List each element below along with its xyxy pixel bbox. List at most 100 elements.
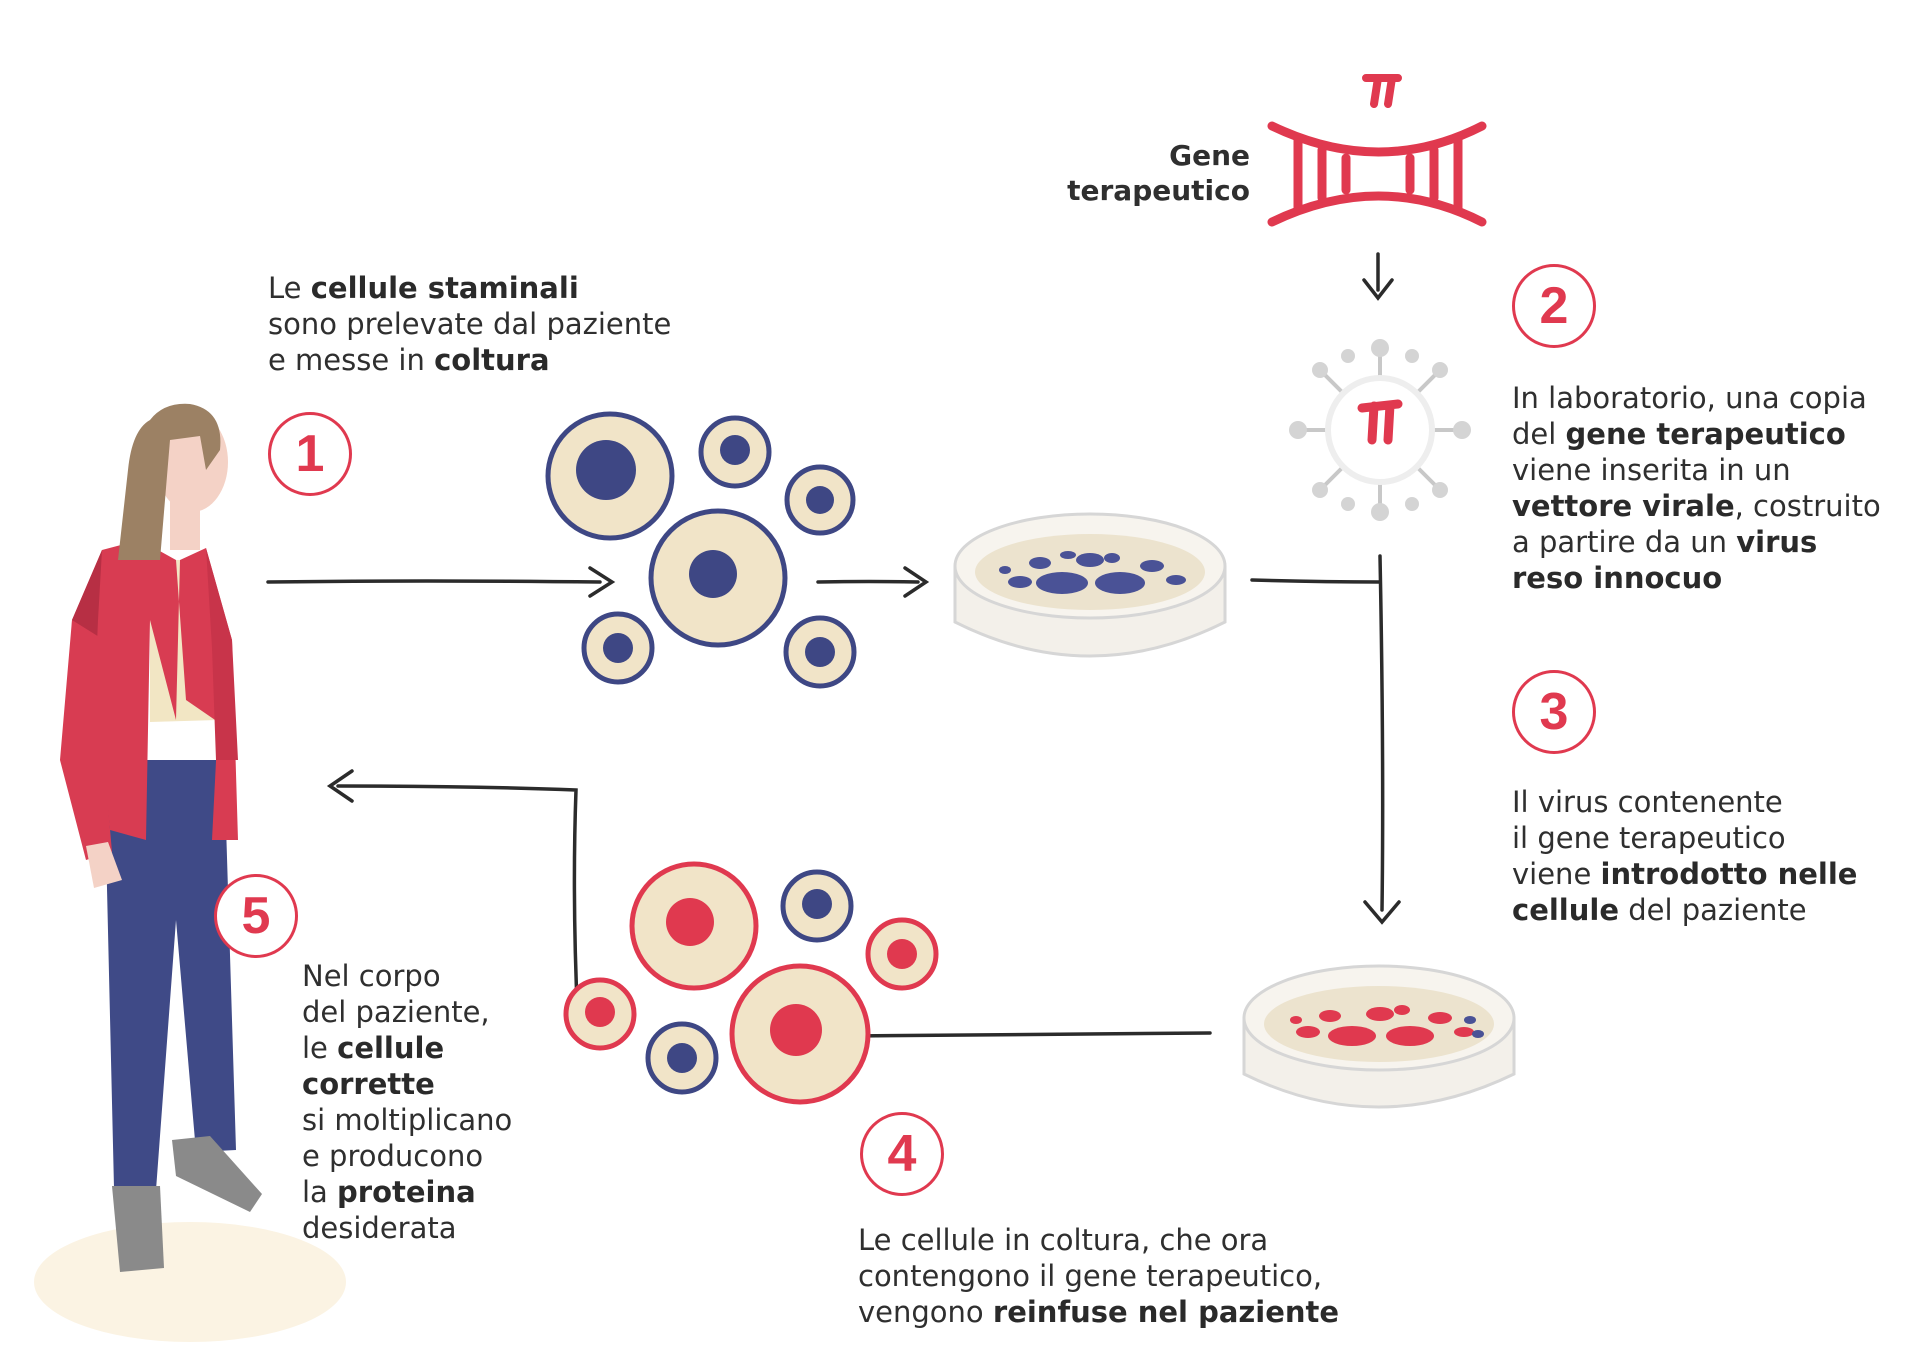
step-3-line: Il virus contenente [1512, 784, 1912, 820]
emphasis-text: proteina [337, 1175, 476, 1209]
cell-large-top-left [545, 411, 675, 541]
body-text: Nel corpo [302, 959, 441, 993]
emphasis-text: vettore virale [1512, 489, 1735, 523]
body-text: Il virus contenente [1512, 785, 1783, 819]
emphasis-text: reinfuse nel paziente [992, 1295, 1340, 1329]
step-5-line: la proteina [302, 1174, 562, 1210]
stem-cells-cluster [545, 411, 857, 689]
connector-arrows [266, 252, 1401, 1038]
red-cell-right [865, 917, 939, 991]
arrow-cells-to-dish [816, 579, 920, 584]
body-text: a partire da un [1512, 525, 1737, 559]
step-5-line: si moltiplicano [302, 1102, 562, 1138]
arrow-head-3 [1362, 278, 1394, 301]
step-2-line: del gene terapeutico [1512, 416, 1912, 452]
step-3-line: viene introdotto nelle [1512, 856, 1912, 892]
emphasis-text: reso innocuo [1512, 561, 1723, 595]
gene-label-line2: terapeutico [1067, 174, 1250, 207]
step-4-line: contengono il gene terapeutico, [858, 1258, 1418, 1294]
blue-cell-bottom [645, 1021, 719, 1095]
step-1-line: Le cellule staminali [268, 270, 728, 306]
arrow-head-5 [326, 769, 354, 803]
body-text: le [302, 1031, 338, 1065]
cell-small-bottom-right [783, 615, 857, 689]
step-1-line: sono prelevate dal paziente [268, 306, 728, 342]
body-text: del [1512, 417, 1566, 451]
step-5-line: corrette [302, 1066, 562, 1102]
emphasis-text: coltura [434, 343, 550, 377]
body-text: vengono [858, 1295, 993, 1329]
body-text: viene inserita in un [1512, 453, 1791, 487]
step-3-line: il gene terapeutico [1512, 820, 1912, 856]
step-4-badge: 4 [860, 1112, 944, 1196]
step-5-line: e producono [302, 1138, 562, 1174]
cell-large-center [648, 508, 788, 648]
step-2-line: In laboratorio, una copia [1512, 380, 1912, 416]
step-1-line: e messe in coltura [268, 342, 728, 378]
step-5-line: desiderata [302, 1210, 562, 1246]
cell-small-bottom-left [581, 611, 655, 685]
body-text: Le [268, 271, 311, 305]
body-text: Le cellule in coltura, che ora [858, 1223, 1269, 1257]
shoe-left [112, 1186, 164, 1272]
hand-left [86, 842, 122, 888]
body-text: il gene terapeutico [1512, 821, 1786, 855]
body-text: e messe in [268, 343, 435, 377]
cell-small-top [698, 415, 772, 489]
arrow-dish-to-cells [848, 1031, 1212, 1038]
body-text: del paziente, [302, 995, 490, 1029]
red-cell-large-center [729, 963, 871, 1105]
gene-label-line1: Gene [1169, 139, 1250, 172]
step-4-line: Le cellule in coltura, che ora [858, 1222, 1418, 1258]
body-text: sono prelevate dal paziente [268, 307, 672, 341]
gene-label: Gene terapeutico [1020, 138, 1250, 208]
emphasis-text: cellule [337, 1031, 445, 1065]
petri-dish-blue-icon [953, 512, 1227, 658]
patient-figure [34, 403, 346, 1342]
hair [118, 403, 221, 560]
emphasis-text: cellule staminali [310, 271, 579, 305]
dna-helix-icon [1267, 74, 1487, 227]
blue-cell-top [780, 869, 854, 943]
red-cell-left [563, 977, 637, 1051]
arrow-head-1 [588, 566, 616, 598]
shoe-right [172, 1136, 262, 1212]
legs [104, 760, 236, 1190]
arrow-head-2 [903, 566, 930, 598]
body-text: contengono il gene terapeutico, [858, 1259, 1323, 1293]
emphasis-text: cellule [1512, 893, 1619, 927]
step-2-line: a partire da un virus [1512, 524, 1912, 560]
arrow-dish-to-junction [1250, 578, 1382, 584]
step-5-line: del paziente, [302, 994, 562, 1030]
body-text: del paziente [1619, 893, 1807, 927]
body-text: la [302, 1175, 338, 1209]
emphasis-text: corrette [302, 1067, 435, 1101]
step-3-badge: 3 [1512, 670, 1596, 754]
jacket [70, 540, 238, 840]
arrow-head-4 [1363, 900, 1401, 925]
body-text: viene [1512, 857, 1601, 891]
red-cell-large-top [629, 861, 759, 991]
body-text: si moltiplicano [302, 1103, 513, 1137]
step-4-line: vengono reinfuse nel paziente [858, 1294, 1418, 1330]
arrow-virus-down [1378, 554, 1385, 912]
virus-vector-icon [1289, 339, 1471, 521]
body-text: e producono [302, 1139, 484, 1173]
corrected-cells-cluster [563, 861, 939, 1105]
emphasis-text: gene terapeutico [1565, 417, 1846, 451]
step-2-badge: 2 [1512, 264, 1596, 348]
step-2-line: vettore virale, costruito [1512, 488, 1912, 524]
arrow-patient-to-cells [266, 579, 602, 584]
step-2-line: viene inserita in un [1512, 452, 1912, 488]
floor-shadow [34, 1222, 346, 1342]
step-5-line: le cellule [302, 1030, 562, 1066]
petri-dish-red-icon [1242, 964, 1516, 1109]
step-2-line: reso innocuo [1512, 560, 1912, 596]
cell-small-right-top [784, 464, 856, 536]
